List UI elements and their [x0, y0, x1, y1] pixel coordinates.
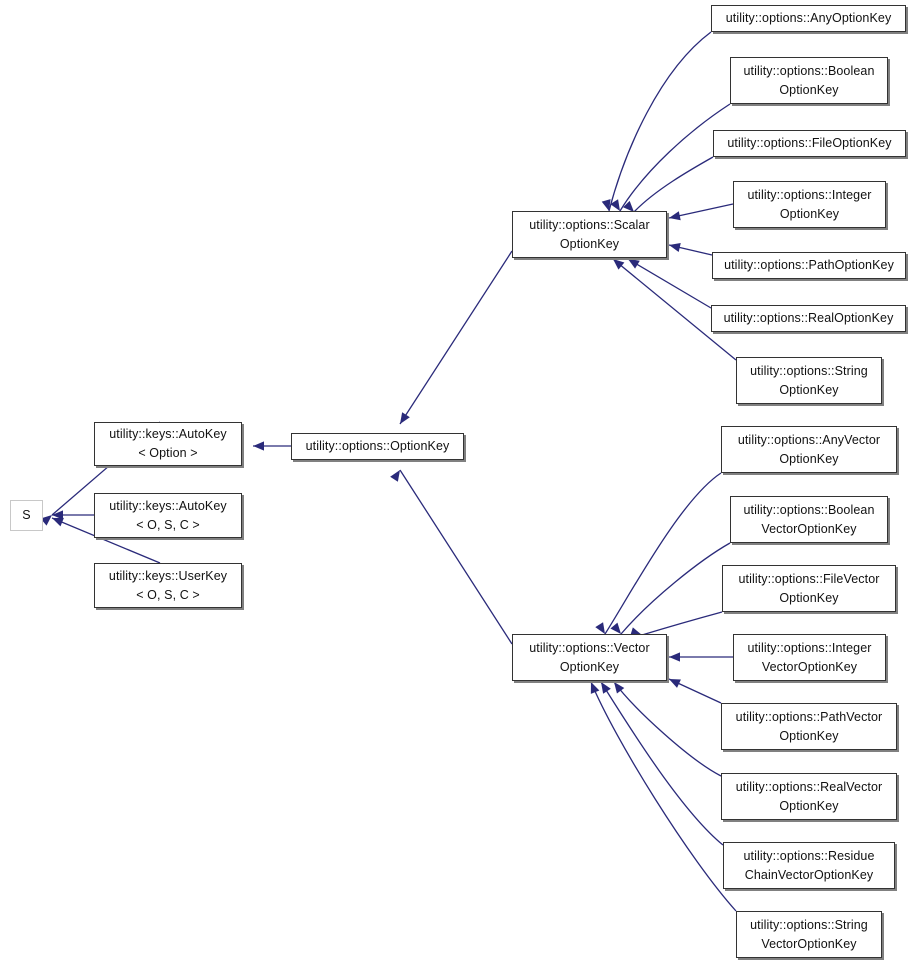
class-node-s[interactable]: S [10, 500, 43, 531]
class-node-label: utility::options::Residue ChainVectorOpt… [743, 848, 875, 882]
inheritance-edge-booleanvector-to-vector [610, 542, 731, 635]
inheritance-edge-pathvector-to-vector [668, 678, 722, 704]
class-node-label: utility::options::Boolean OptionKey [743, 63, 875, 97]
class-node-file[interactable]: utility::options::FileOptionKey [713, 130, 906, 157]
inheritance-edge-integer-to-scalar [668, 203, 734, 221]
class-node-label: utility::options::Scalar OptionKey [529, 217, 650, 251]
inheritance-edge-residuechainvector-to-vector [600, 681, 724, 846]
arrowhead [52, 510, 63, 520]
inheritance-edge-boolean-to-scalar [610, 103, 731, 212]
arrowhead [669, 679, 681, 688]
inheritance-edge-autokey-osc-to-s [52, 510, 94, 520]
class-node-pathvector[interactable]: utility::options::PathVector OptionKey [721, 703, 897, 750]
class-node-label: S [22, 508, 31, 522]
class-node-label: utility::options::AnyOptionKey [725, 11, 892, 25]
class-node-label: utility::options::AnyVector OptionKey [737, 432, 881, 466]
class-node-realvector[interactable]: utility::options::RealVector OptionKey [721, 773, 897, 820]
arrowhead [390, 470, 400, 482]
class-node-any[interactable]: utility::options::AnyOptionKey [711, 5, 906, 32]
class-node-label: utility::options::OptionKey [305, 439, 450, 453]
class-node-scalar[interactable]: utility::options::Scalar OptionKey [512, 211, 667, 258]
arrowhead [400, 412, 410, 424]
inheritance-edge-file-to-scalar [623, 156, 714, 213]
inheritance-edge-realvector-to-vector [613, 681, 722, 777]
class-node-label: utility::options::String VectorOptionKey [750, 917, 868, 951]
inheritance-edge-stringvector-to-vector [590, 681, 737, 912]
class-node-vector[interactable]: utility::options::Vector OptionKey [512, 634, 667, 681]
inheritance-edge-real-to-scalar [627, 258, 712, 309]
class-node-label: utility::options::FileVector OptionKey [738, 571, 880, 605]
class-node-integervector[interactable]: utility::options::Integer VectorOptionKe… [733, 634, 886, 681]
class-node-label: utility::options::Integer VectorOptionKe… [747, 640, 872, 674]
class-node-residuechainvector[interactable]: utility::options::Residue ChainVectorOpt… [723, 842, 895, 889]
class-node-label: utility::options::Vector OptionKey [529, 640, 650, 674]
class-node-label: utility::options::RealOptionKey [723, 311, 894, 325]
arrowhead [669, 242, 681, 252]
class-node-path[interactable]: utility::options::PathOptionKey [712, 252, 906, 279]
class-node-label: utility::options::PathOptionKey [724, 258, 894, 272]
inheritance-edge-scalar-to-optionkey [399, 250, 513, 425]
arrowhead [52, 517, 64, 527]
class-node-real[interactable]: utility::options::RealOptionKey [711, 305, 906, 332]
arrowhead [614, 682, 625, 694]
class-node-string[interactable]: utility::options::String OptionKey [736, 357, 882, 404]
arrowhead [590, 682, 600, 694]
class-node-label: utility::options::Boolean VectorOptionKe… [743, 502, 875, 536]
class-node-label: utility::keys::UserKey < O, S, C > [108, 568, 228, 602]
arrowhead [253, 441, 264, 451]
class-node-autokey-option[interactable]: utility::keys::AutoKey < Option > [94, 422, 242, 466]
class-node-label: utility::options::PathVector OptionKey [735, 709, 883, 743]
inheritance-edge-optionkey-to-autokey-option [253, 441, 291, 451]
class-node-optionkey[interactable]: utility::options::OptionKey [291, 433, 464, 460]
class-node-stringvector[interactable]: utility::options::String VectorOptionKey [736, 911, 882, 958]
class-node-booleanvector[interactable]: utility::options::Boolean VectorOptionKe… [730, 496, 888, 543]
inheritance-edge-any-to-scalar [601, 31, 712, 212]
arrowhead [601, 682, 611, 694]
class-node-label: utility::keys::AutoKey < Option > [109, 427, 227, 460]
class-node-autokey-osc[interactable]: utility::keys::AutoKey < O, S, C > [94, 493, 242, 538]
class-node-label: utility::options::Integer OptionKey [747, 187, 872, 221]
class-node-anyvector[interactable]: utility::options::AnyVector OptionKey [721, 426, 897, 473]
inheritance-edge-vector-to-optionkey [390, 469, 513, 645]
class-node-userkey-osc[interactable]: utility::keys::UserKey < O, S, C > [94, 563, 242, 608]
inheritance-edge-integervector-to-vector [669, 652, 733, 662]
class-node-label: utility::options::String OptionKey [750, 363, 868, 397]
class-node-label: utility::options::FileOptionKey [727, 136, 892, 150]
arrowhead [669, 211, 681, 221]
class-node-label: utility::keys::AutoKey < O, S, C > [109, 498, 227, 532]
class-node-filevector[interactable]: utility::options::FileVector OptionKey [722, 565, 896, 612]
arrowhead [669, 652, 680, 662]
class-node-boolean[interactable]: utility::options::Boolean OptionKey [730, 57, 888, 104]
inheritance-edge-anyvector-to-vector [595, 472, 722, 635]
class-node-label: utility::options::RealVector OptionKey [735, 779, 883, 813]
class-node-integer[interactable]: utility::options::Integer OptionKey [733, 181, 886, 228]
inheritance-edge-path-to-scalar [668, 242, 713, 256]
